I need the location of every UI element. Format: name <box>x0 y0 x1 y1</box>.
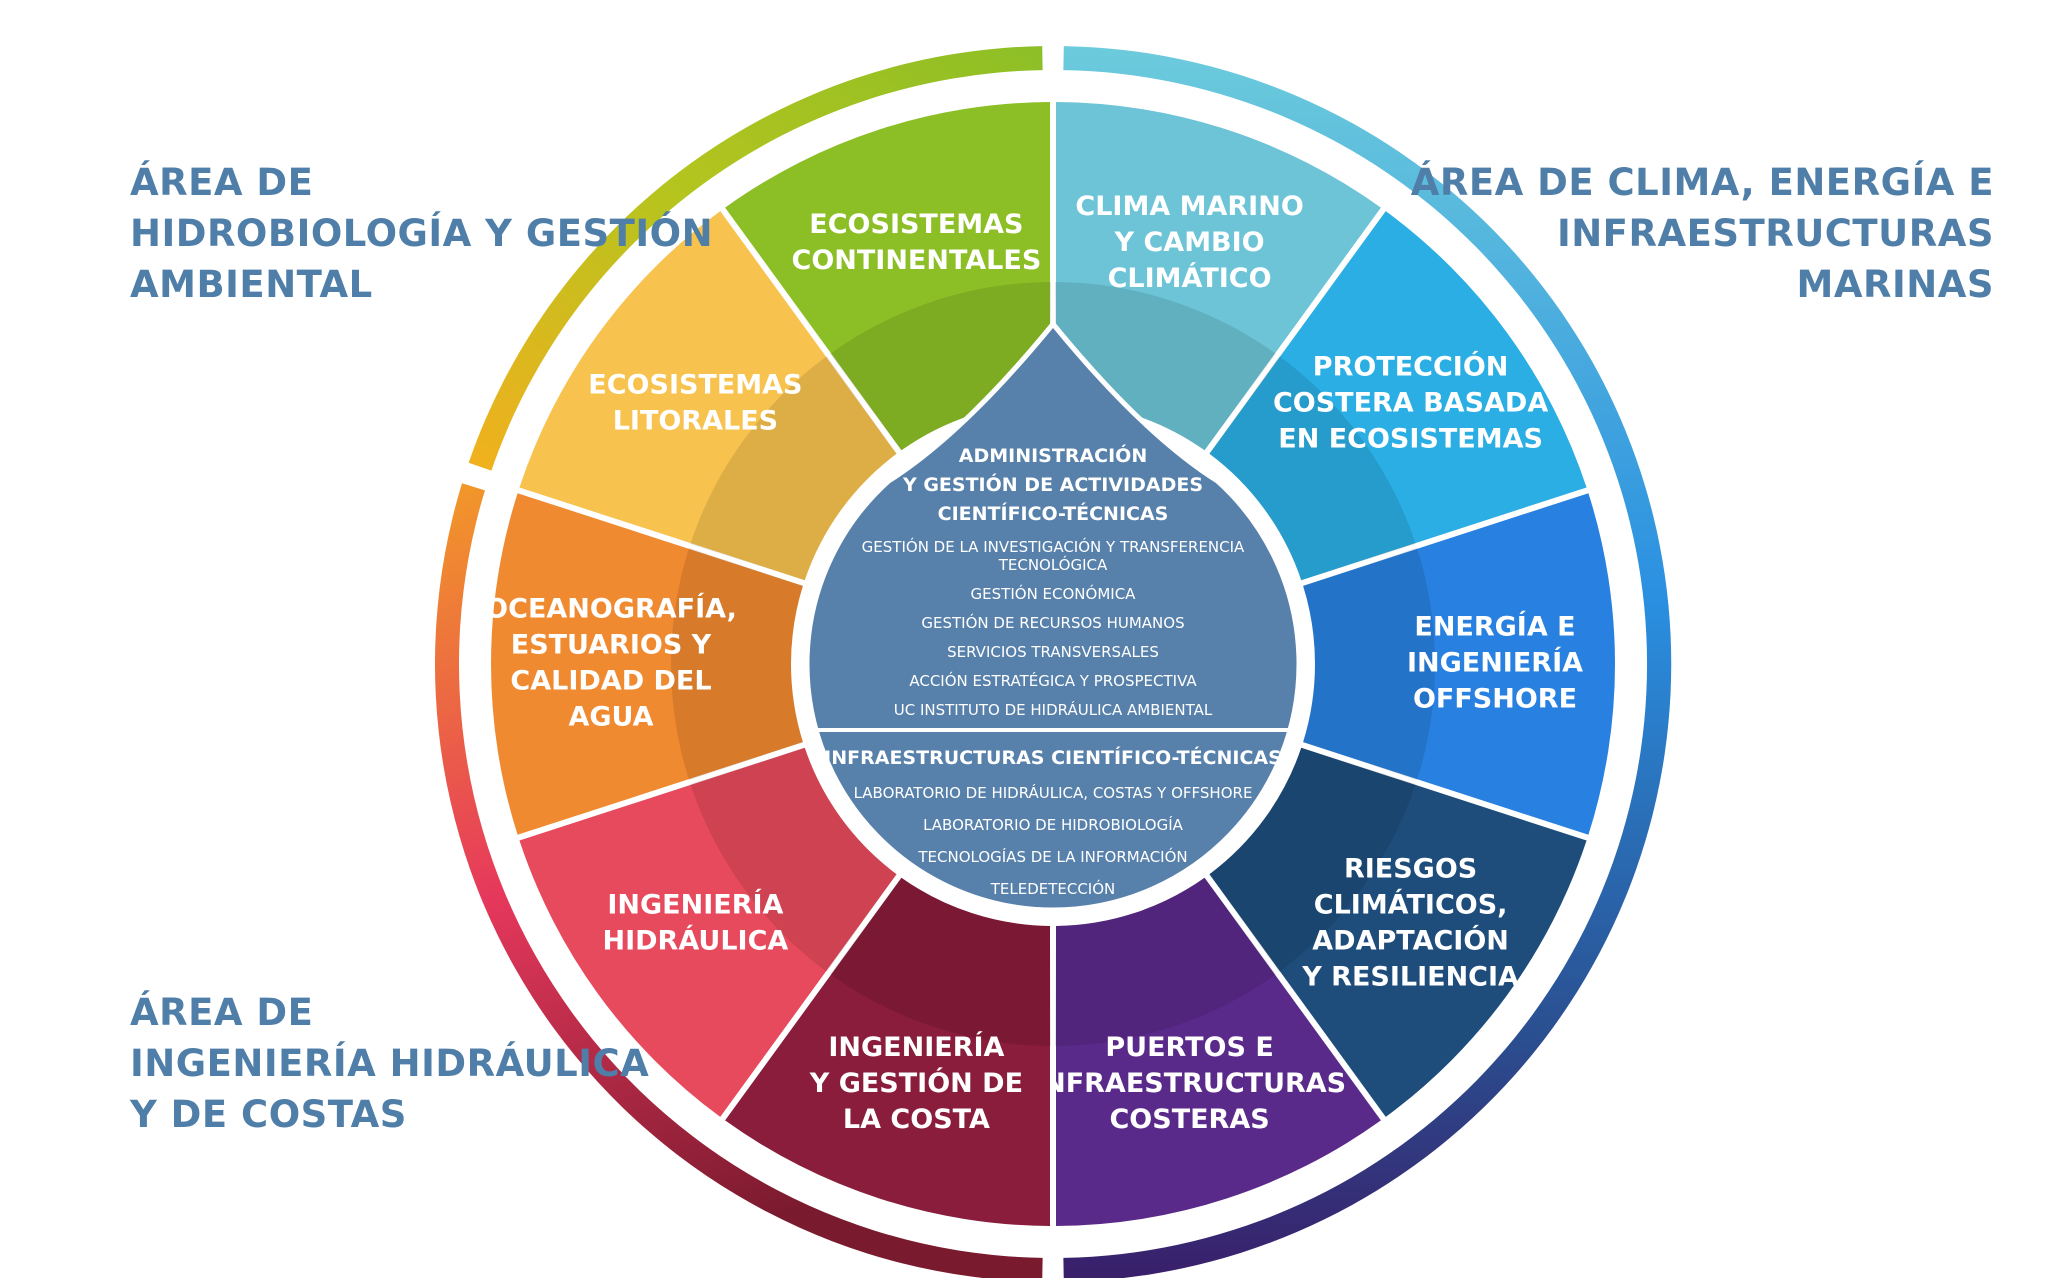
segment-label-line: CONTINENTALES <box>792 245 1042 276</box>
segment-wedge <box>725 102 1050 451</box>
segment-label-line: OFFSHORE <box>1413 684 1577 715</box>
core-drop <box>804 320 1302 913</box>
segment-label-line: ADAPTACIÓN <box>1312 924 1509 956</box>
core-infra-item: TECNOLOGÍAS DE LA INFORMACIÓN <box>917 847 1187 866</box>
area-title-line: HIDROBIOLOGÍA Y GESTIÓN <box>130 212 714 255</box>
segment-6: PUERTOS E INFRAESTRUCTURAS COSTERAS <box>1033 877 1381 1226</box>
area-title-line: INFRAESTRUCTURAS <box>1556 212 1994 255</box>
segment-label-line: ENERGÍA E <box>1414 611 1575 643</box>
segment-shade <box>670 547 803 781</box>
segment-wedge <box>1303 493 1615 835</box>
segment-label-line: CLIMÁTICOS, <box>1314 888 1508 920</box>
segment-7: INGENIERÍA Y GESTIÓN DE LA COSTA <box>725 877 1051 1226</box>
segment-label-line: INGENIERÍA <box>828 1031 1004 1063</box>
core-admin-title-line: CIENTÍFICO-TÉCNICAS <box>938 502 1169 525</box>
segment-label-line: Y RESILIENCIA <box>1301 961 1519 992</box>
segment-shade <box>1303 547 1436 781</box>
segment-9: OCEANOGRAFÍA, ESTUARIOS Y CALIDAD DEL AGUA <box>485 493 803 835</box>
core-admin-item: GESTIÓN DE RECURSOS HUMANOS <box>921 613 1184 632</box>
area-title-ingenieria-hidraulica: ÁREA DE INGENIERÍA HIDRÁULICA Y DE COSTA… <box>130 987 649 1140</box>
segment-wedge <box>1209 211 1587 581</box>
area-title-line: ÁREA DE <box>130 991 314 1034</box>
area-title-line: ÁREA DE CLIMA, ENERGÍA E <box>1410 161 1994 204</box>
segment-3: PROTECCIÓN COSTERA BASADA EN ECOSISTEMAS <box>1209 211 1587 581</box>
segment-label-line: ESTUARIOS Y <box>511 630 712 661</box>
segment-label-line: HIDRÁULICA <box>603 924 789 956</box>
core-infra-item: LABORATORIO DE HIDRÁULICA, COSTAS Y OFFS… <box>854 783 1253 802</box>
segment-shade <box>690 356 897 581</box>
outer-ring-green-arc <box>468 46 1043 471</box>
segment-5: RIESGOS CLIMÁTICOS, ADAPTACIÓN Y RESILIENCI… <box>1209 747 1587 1117</box>
core-infra-title: INFRAESTRUCTURAS CIENTÍFICO-TÉCNICAS <box>824 746 1282 769</box>
core-admin-item: SERVICIOS TRANSVERSALES <box>947 643 1159 661</box>
core-admin-item: ACCIÓN ESTRATÉGICA Y PROSPECTIVA <box>909 671 1197 690</box>
segment-label-line: LA COSTA <box>843 1104 990 1135</box>
segment-wedge <box>1056 102 1381 451</box>
segment-label-line: CALIDAD DEL <box>510 666 711 697</box>
segment-wedge <box>519 211 897 581</box>
segment-label-line: ECOSISTEMAS <box>809 209 1023 240</box>
core-admin-item: GESTIÓN DE LA INVESTIGACIÓN Y TRANSFEREN… <box>862 537 1245 556</box>
area-title-clima-energia: ÁREA DE CLIMA, ENERGÍA E INFRAESTRUCTURA… <box>1411 157 1994 310</box>
segment-4: ENERGÍA E INGENIERÍA OFFSHORE <box>1303 493 1615 835</box>
area-title-line: INGENIERÍA HIDRÁULICA <box>130 1042 650 1085</box>
segment-label-line: AGUA <box>568 702 653 733</box>
core-admin-item: GESTIÓN ECONÓMICA <box>971 584 1137 603</box>
core-admin-title-line: Y GESTIÓN DE ACTIVIDADES <box>902 472 1203 496</box>
segment-label-line: INFRAESTRUCTURAS <box>1033 1068 1346 1099</box>
area-title-line: AMBIENTAL <box>130 263 373 306</box>
segment-label-line: RIESGOS <box>1344 853 1477 884</box>
segment-10: ECOSISTEMAS LITORALES <box>519 211 897 581</box>
core-infra-item: TELEDETECCIÓN <box>990 879 1116 898</box>
segment-label-line: Y CAMBIO <box>1114 227 1265 258</box>
area-title-line: Y DE COSTAS <box>130 1093 407 1136</box>
segment-label-line: INGENIERÍA <box>1407 647 1583 679</box>
segment-shade <box>830 877 1051 1046</box>
segment-label-line: PUERTOS E <box>1105 1032 1273 1063</box>
segment-shade <box>1209 747 1416 972</box>
segment-shade <box>1055 877 1276 1046</box>
segment-label-line: PROTECCIÓN <box>1313 351 1509 383</box>
segment-8: INGENIERÍA HIDRÁULICA <box>519 747 897 1117</box>
segment-label-line: INGENIERÍA <box>607 888 783 920</box>
segment-label-line: COSTERAS <box>1109 1104 1269 1135</box>
area-title-line: MARINAS <box>1796 263 1994 306</box>
segment-shade <box>1209 356 1416 581</box>
segment-wedge <box>725 877 1050 1226</box>
segment-wedge <box>1209 747 1587 1117</box>
segment-label-line: Y GESTIÓN DE <box>809 1067 1023 1099</box>
segment-wedge <box>491 493 803 835</box>
segment-wedge <box>519 747 897 1117</box>
area-title-line: ÁREA DE <box>130 161 314 204</box>
segment-label-line: LITORALES <box>613 406 778 437</box>
core-infra-item: LABORATORIO DE HIDROBIOLOGÍA <box>923 815 1184 834</box>
segment-label-line: ECOSISTEMAS <box>588 370 802 401</box>
core-admin-item: TECNOLÓGICA <box>998 555 1108 574</box>
segment-label-line: OCEANOGRAFÍA, <box>485 593 737 625</box>
core-admin-title-line: ADMINISTRACIÓN <box>959 443 1147 467</box>
segment-label-line: CLIMA MARINO <box>1075 191 1303 222</box>
segment-shade <box>690 747 897 972</box>
segment-wedge <box>1056 877 1381 1226</box>
core-admin-item: UC INSTITUTO DE HIDRÁULICA AMBIENTAL <box>894 700 1213 719</box>
segment-label-line: COSTERA BASADA <box>1273 388 1548 419</box>
segment-label-line: EN ECOSISTEMAS <box>1278 424 1543 455</box>
segment-label-line: CLIMÁTICO <box>1108 262 1272 294</box>
area-title-hidrobiologia: ÁREA DE HIDROBIOLOGÍA Y GESTIÓN AMBIENTA… <box>130 157 713 310</box>
